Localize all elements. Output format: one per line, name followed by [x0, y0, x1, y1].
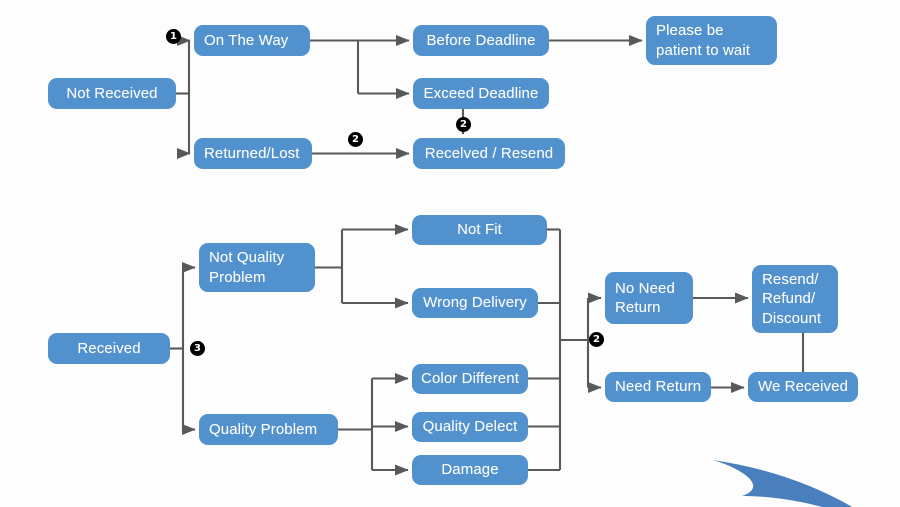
marker-3-received: 3	[190, 341, 205, 356]
node-not-quality-problem[interactable]: Not Quality Problem	[199, 243, 315, 292]
node-wrong-delivery[interactable]: Wrong Delivery	[412, 288, 538, 318]
node-on-the-way[interactable]: On The Way	[194, 25, 310, 56]
node-received[interactable]: Received	[48, 333, 170, 364]
node-color-different[interactable]: Color Different	[412, 364, 528, 394]
node-before-deadline[interactable]: Before Deadline	[413, 25, 549, 56]
node-please-be-patient[interactable]: Please be patient to wait	[646, 16, 777, 65]
node-damage[interactable]: Damage	[412, 455, 528, 485]
node-not-fit[interactable]: Not Fit	[412, 215, 547, 245]
node-quality-problem[interactable]: Quality Problem	[199, 414, 338, 445]
node-we-received[interactable]: We Received	[748, 372, 858, 402]
marker-2-returned-lost: 2	[348, 132, 363, 147]
node-need-return[interactable]: Need Return	[605, 372, 711, 402]
marker-2-exceed-deadline: 2	[456, 117, 471, 132]
node-no-need-return[interactable]: No Need Return	[605, 272, 693, 324]
node-not-received[interactable]: Not Received	[48, 78, 176, 109]
node-recelved-resend[interactable]: Recelved / Resend	[413, 138, 565, 169]
marker-2-return-split: 2	[589, 332, 604, 347]
node-exceed-deadline[interactable]: Exceed Deadline	[413, 78, 549, 109]
marker-1-on-the-way: 1	[166, 29, 181, 44]
node-quality-delect[interactable]: Quality Delect	[412, 412, 528, 442]
node-returned-lost[interactable]: Returned/Lost	[194, 138, 312, 169]
node-resend-refund[interactable]: Resend/ Refund/ Discount	[752, 265, 838, 333]
